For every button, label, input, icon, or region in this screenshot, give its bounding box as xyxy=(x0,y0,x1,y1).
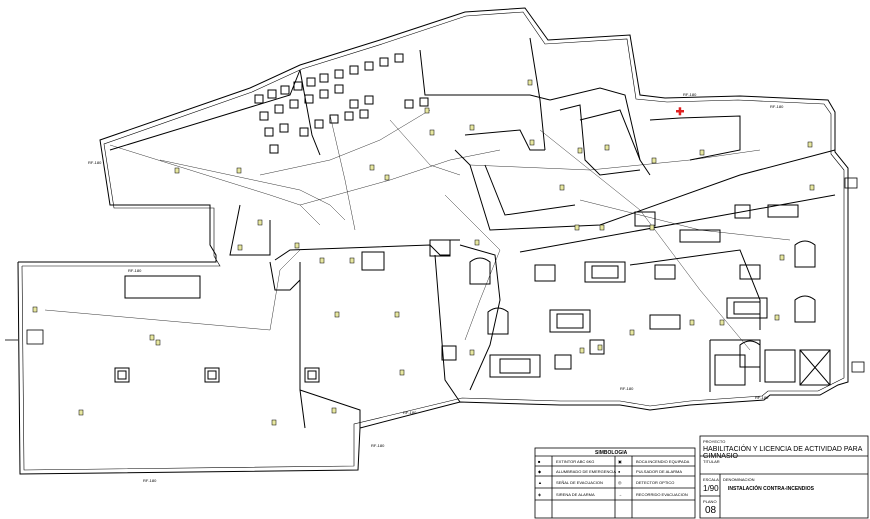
entrance-marker xyxy=(26,329,44,345)
scale-value: 1/90 xyxy=(703,484,719,493)
bie-icon: ▣ xyxy=(618,459,622,464)
legend-item-label: ALUMBRADO DE EMERGENCIA xyxy=(556,469,617,474)
legend-box xyxy=(534,447,696,519)
level-tag: RF-180 xyxy=(683,92,697,97)
legend-item-label: SEÑAL DE EVACUACION xyxy=(556,480,603,485)
sirena-icon: ◈ xyxy=(538,492,542,497)
recorrido-icon: → xyxy=(618,492,622,497)
plan-name: INSTALACIÓN CONTRA-INCENDIOS xyxy=(728,486,815,492)
ceiling-fixtures xyxy=(254,53,429,154)
scale-label: ESCALA xyxy=(703,477,719,482)
sheet-number: 08 xyxy=(705,505,717,516)
extintor-icon: ■ xyxy=(538,459,541,464)
plan-label: DENOMINACION xyxy=(723,477,755,482)
legend-item-label: PULSADOR DE ALARMA xyxy=(636,469,683,474)
emergency-icon xyxy=(676,107,684,116)
legend-item-label: BOCA INCENDIO EQUIPADA xyxy=(636,459,690,464)
level-tag: RF-180 xyxy=(143,478,157,483)
pulsador-icon: ● xyxy=(618,469,621,474)
level-tag: RF-180 xyxy=(371,443,385,448)
legend-item-label: EXTINTOR ABC 6KG xyxy=(556,459,595,464)
senal-icon: ▲ xyxy=(538,480,542,485)
level-tag: RF-180 xyxy=(403,410,417,415)
fire-equipment-markers xyxy=(32,79,815,426)
legend-title: SIMBOLOGIA xyxy=(595,450,628,456)
project-title: HABILITACIÓN Y LICENCIA DE ACTIVIDAD PAR… xyxy=(703,446,862,460)
level-tag: RF-180 xyxy=(88,160,102,165)
level-tag: RF-180 xyxy=(770,104,784,109)
gym-machines xyxy=(441,204,816,378)
legend-item-label: DETECTOR OPTICO xyxy=(636,480,675,485)
legend-item-label: SIRENA DE ALARMA xyxy=(556,492,595,497)
detector-icon: ◎ xyxy=(618,480,622,485)
emergencia-icon: ◆ xyxy=(538,469,542,474)
project-label: PROYECTO xyxy=(703,439,726,444)
level-tag: RF-180 xyxy=(128,268,142,273)
title-block-frame xyxy=(699,435,869,519)
owner-label: TITULAR xyxy=(703,459,720,464)
sheet-label: PLANO xyxy=(703,499,717,504)
level-tag: RF-180 xyxy=(755,395,769,400)
level-tag: RF-180 xyxy=(620,386,634,391)
legend-item-label: RECORRIDO EVACUACION xyxy=(636,492,688,497)
structural-columns xyxy=(114,367,320,383)
outer-wall xyxy=(17,7,849,475)
